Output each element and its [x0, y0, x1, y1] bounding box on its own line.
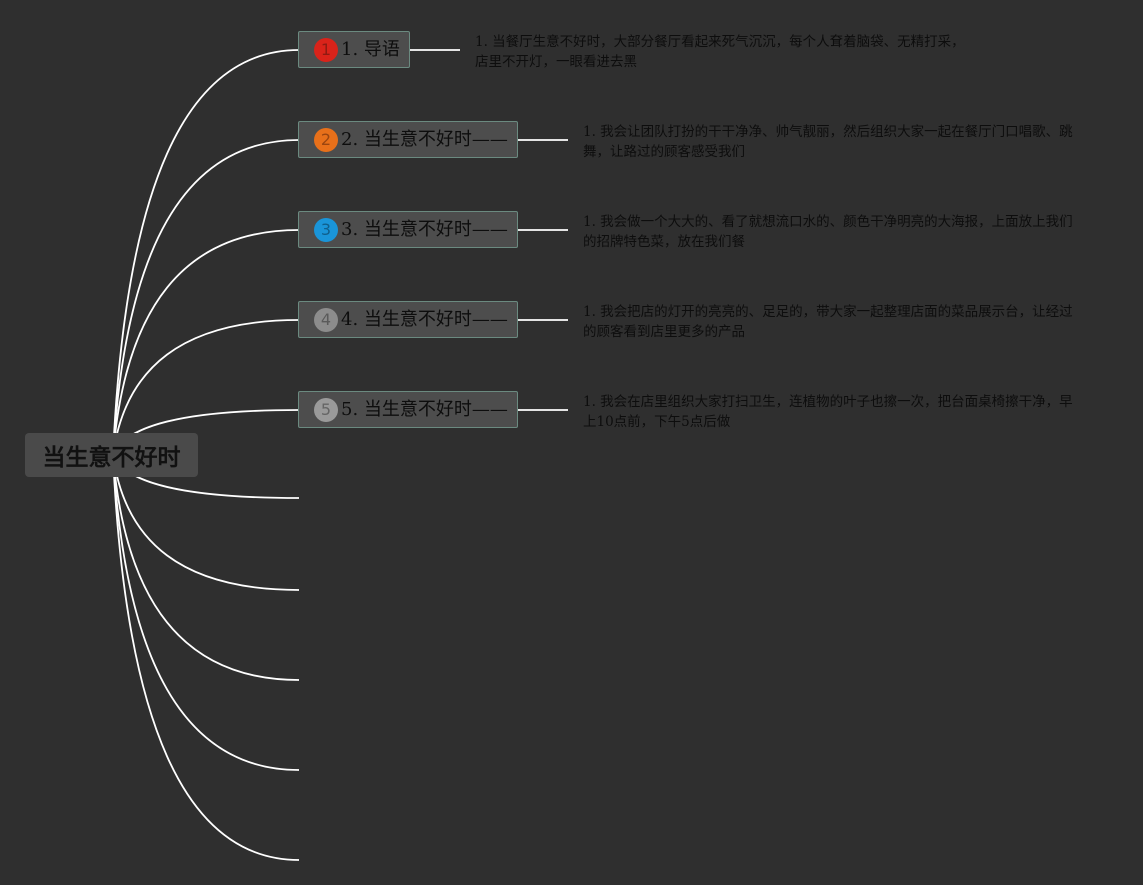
priority-4-icon: 4 [314, 307, 338, 332]
branch-connector [112, 454, 300, 771]
topic-node-4[interactable]: 4 4. 当生意不好时—— [298, 301, 518, 338]
priority-3-icon: 3 [314, 217, 338, 242]
branch-connector [112, 454, 300, 681]
topic-node-3[interactable]: 3 3. 当生意不好时—— [298, 211, 518, 248]
topic-label: 5. 当生意不好时—— [341, 398, 508, 420]
topic-label: 3. 当生意不好时—— [341, 218, 508, 240]
priority-5-icon: 5 [314, 397, 338, 422]
topic-1-detail: 1. 当餐厅生意不好时，大部分餐厅看起来死气沉沉，每个人耷着脑袋、无精打采，店里… [475, 34, 965, 70]
branch-connector [112, 454, 300, 861]
topic-3-detail: 1. 我会做一个大大的、看了就想流口水的、颜色干净明亮的大海报，上面放上我们的招… [583, 214, 1073, 250]
priority-2-icon: 2 [314, 127, 338, 152]
branch-connector [112, 319, 300, 456]
root-node[interactable]: 当生意不好时 [25, 433, 198, 477]
topic-2-detail: 1. 我会让团队打扮的干干净净、帅气靓丽，然后组织大家一起在餐厅门口唱歌、跳舞，… [583, 124, 1073, 160]
topic-node-1[interactable]: 1 1. 导语 [298, 31, 410, 68]
topic-node-5[interactable]: 5 5. 当生意不好时—— [298, 391, 518, 428]
topic-label: 4. 当生意不好时—— [341, 308, 508, 330]
topic-label: 1. 导语 [341, 38, 400, 60]
branch-connector [112, 139, 300, 456]
root-label: 当生意不好时 [42, 445, 181, 471]
topic-label: 2. 当生意不好时—— [341, 128, 508, 150]
topic-5-detail: 1. 我会在店里组织大家打扫卫生，连植物的叶子也擦一次，把台面桌椅擦干净，早上1… [583, 394, 1073, 430]
topic-node-2[interactable]: 2 2. 当生意不好时—— [298, 121, 518, 158]
branch-connector [112, 49, 300, 456]
branch-connector [112, 454, 300, 591]
priority-1-icon: 1 [314, 37, 338, 62]
branch-connector [112, 229, 300, 456]
topic-4-detail: 1. 我会把店的灯开的亮亮的、足足的，带大家一起整理店面的菜品展示台，让经过的顾… [583, 304, 1073, 340]
